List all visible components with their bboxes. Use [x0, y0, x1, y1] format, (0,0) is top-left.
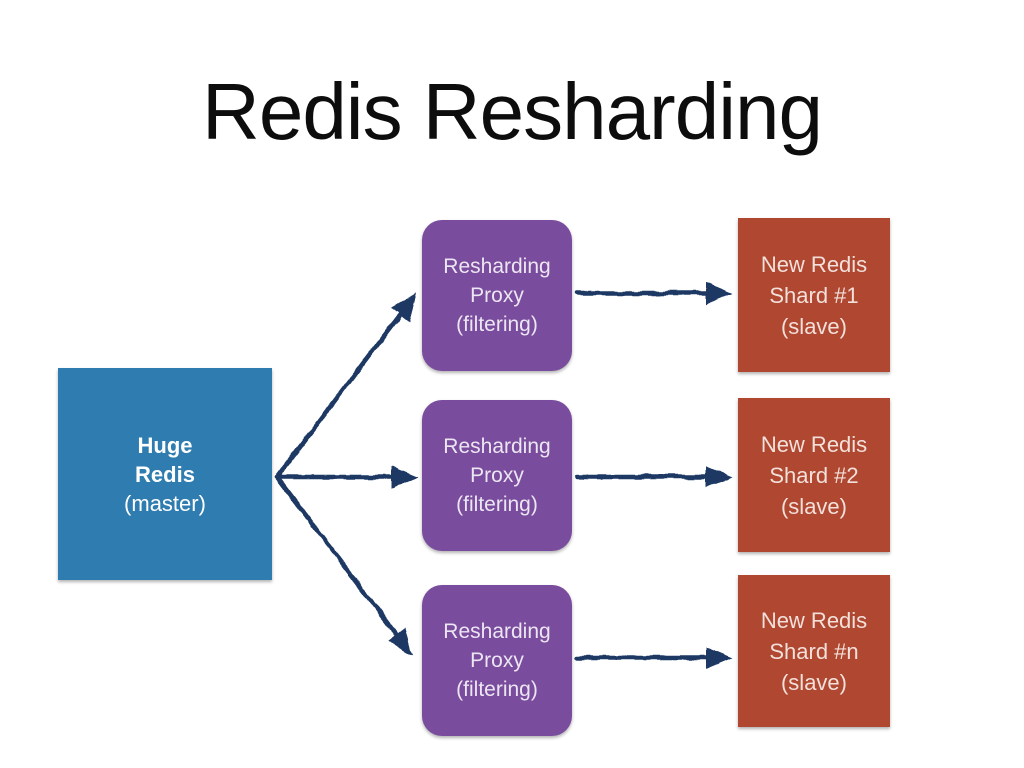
shard3-line-3: (slave): [780, 669, 847, 695]
proxy1-line-3: (filtering): [456, 313, 538, 336]
proxy-node-1: Resharding Proxy (filtering): [422, 220, 572, 371]
shard2-line-2: Shard #2: [769, 462, 859, 488]
proxy1-line-1: Resharding: [443, 255, 551, 278]
shard3-line-2: Shard #n: [769, 638, 859, 664]
proxy2-line-1: Resharding: [443, 435, 551, 458]
proxy3-line-1: Resharding: [443, 620, 551, 643]
shard-node-1: New Redis Shard #1 (slave): [738, 218, 890, 372]
shard1-line-3: (slave): [780, 313, 847, 339]
shard-node-2: New Redis Shard #2 (slave): [738, 398, 890, 552]
shard2-line-3: (slave): [780, 493, 847, 519]
master-line-1: Huge: [137, 432, 193, 458]
edge-master-proxy3: [274, 474, 413, 656]
slide-title: Redis Resharding: [202, 67, 823, 156]
shard3-line-1: New Redis: [760, 607, 868, 633]
proxy-node-3: Resharding Proxy (filtering): [422, 585, 572, 736]
edge-master-proxy1: [274, 293, 417, 480]
proxy2-line-3: (filtering): [456, 493, 538, 516]
master-line-3: (master): [124, 490, 206, 516]
proxy1-line-2: Proxy: [470, 284, 524, 307]
proxy3-line-2: Proxy: [470, 649, 524, 672]
shard1-line-2: Shard #1: [769, 282, 859, 308]
proxy-node-2: Resharding Proxy (filtering): [422, 400, 572, 551]
master-line-2: Redis: [135, 461, 195, 487]
shard2-line-1: New Redis: [760, 431, 868, 457]
master-node: Huge Redis (master): [58, 368, 272, 580]
shard1-line-1: New Redis: [760, 251, 868, 277]
proxy3-line-3: (filtering): [456, 678, 538, 701]
shard-node-3: New Redis Shard #n (slave): [738, 575, 890, 727]
proxy2-line-2: Proxy: [470, 464, 524, 487]
